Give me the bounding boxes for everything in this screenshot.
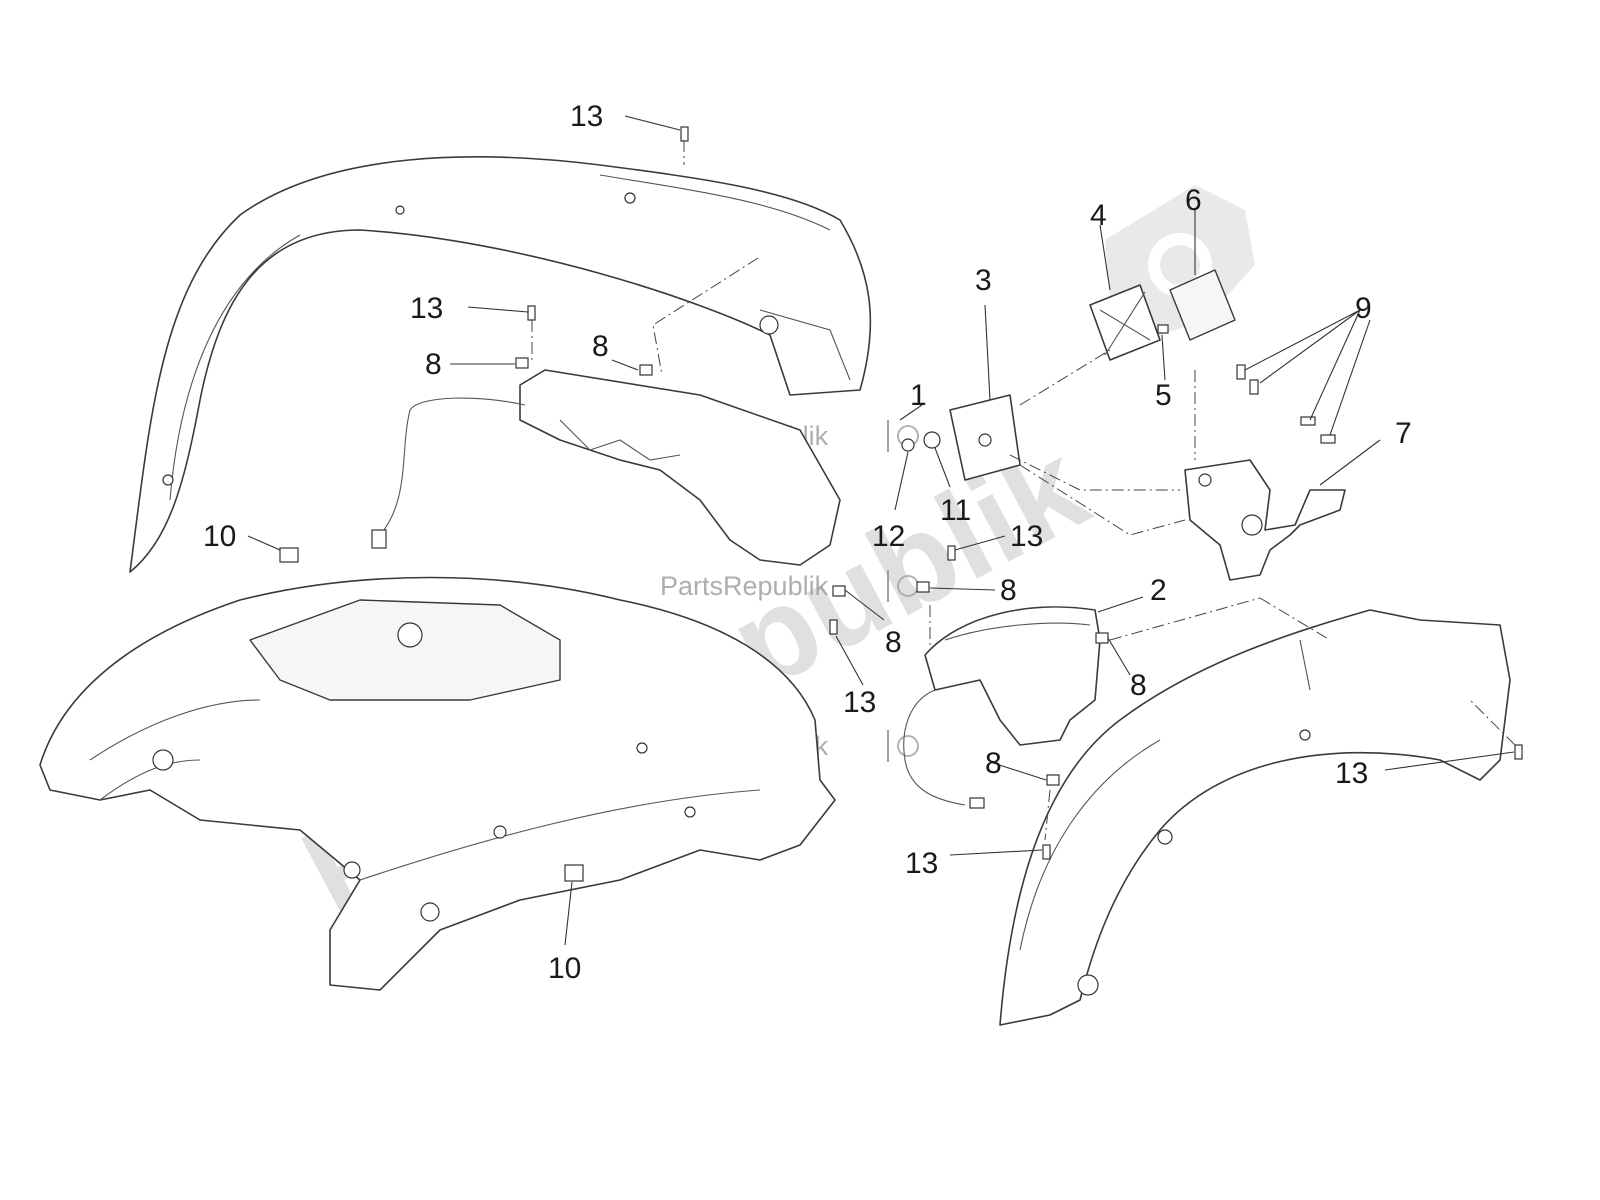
callout-8: 8 [1130, 669, 1147, 702]
callout-13: 13 [843, 686, 876, 719]
left-side-fairing [129, 156, 872, 573]
callout-1: 1 [910, 379, 927, 412]
callout-8: 8 [425, 348, 442, 381]
callout-13: 13 [410, 292, 443, 325]
callout-3: 3 [975, 264, 992, 297]
assembly-lines [531, 140, 1516, 841]
callout-2: 2 [1150, 574, 1167, 607]
callout-11: 11 [940, 494, 971, 527]
callout-13: 13 [1010, 520, 1043, 553]
callout-13: 13 [570, 100, 603, 133]
callout-10: 10 [203, 520, 236, 553]
callout-8: 8 [985, 747, 1002, 780]
small-pin-part-5 [1157, 324, 1169, 334]
callout-5: 5 [1155, 379, 1172, 412]
callout-6: 6 [1185, 184, 1202, 217]
lens-part-6 [1169, 269, 1236, 341]
rear-inner-cover-part-2 [903, 606, 1101, 809]
licence-plate-bracket-part-7 [1184, 459, 1346, 581]
callout-9: 9 [1355, 292, 1372, 325]
leader-lines [247, 115, 1515, 946]
right-side-fairing [999, 609, 1511, 1026]
fastener-parts [279, 126, 1523, 882]
callout-7: 7 [1395, 417, 1412, 450]
rear-inner-cover-part-1 [371, 369, 841, 566]
watermark-small-2: PartsRepublik [660, 570, 919, 602]
callout-8: 8 [885, 626, 902, 659]
callout-10: 10 [548, 952, 581, 985]
gear-icon [897, 735, 919, 757]
callout-8: 8 [592, 330, 609, 363]
callout-12: 12 [872, 520, 905, 553]
callout-13: 13 [1335, 757, 1368, 790]
callout-4: 4 [1090, 199, 1107, 232]
rear-body-shell [39, 576, 836, 991]
watermark-small-text: PartsRepublik [660, 571, 829, 601]
plate-lamp-housing-part-4 [1089, 284, 1161, 361]
callout-8: 8 [1000, 574, 1017, 607]
callouts: 13 13 8 8 1 3 4 6 5 9 7 10 12 11 13 8 2 … [203, 100, 1412, 985]
callout-13: 13 [905, 847, 938, 880]
